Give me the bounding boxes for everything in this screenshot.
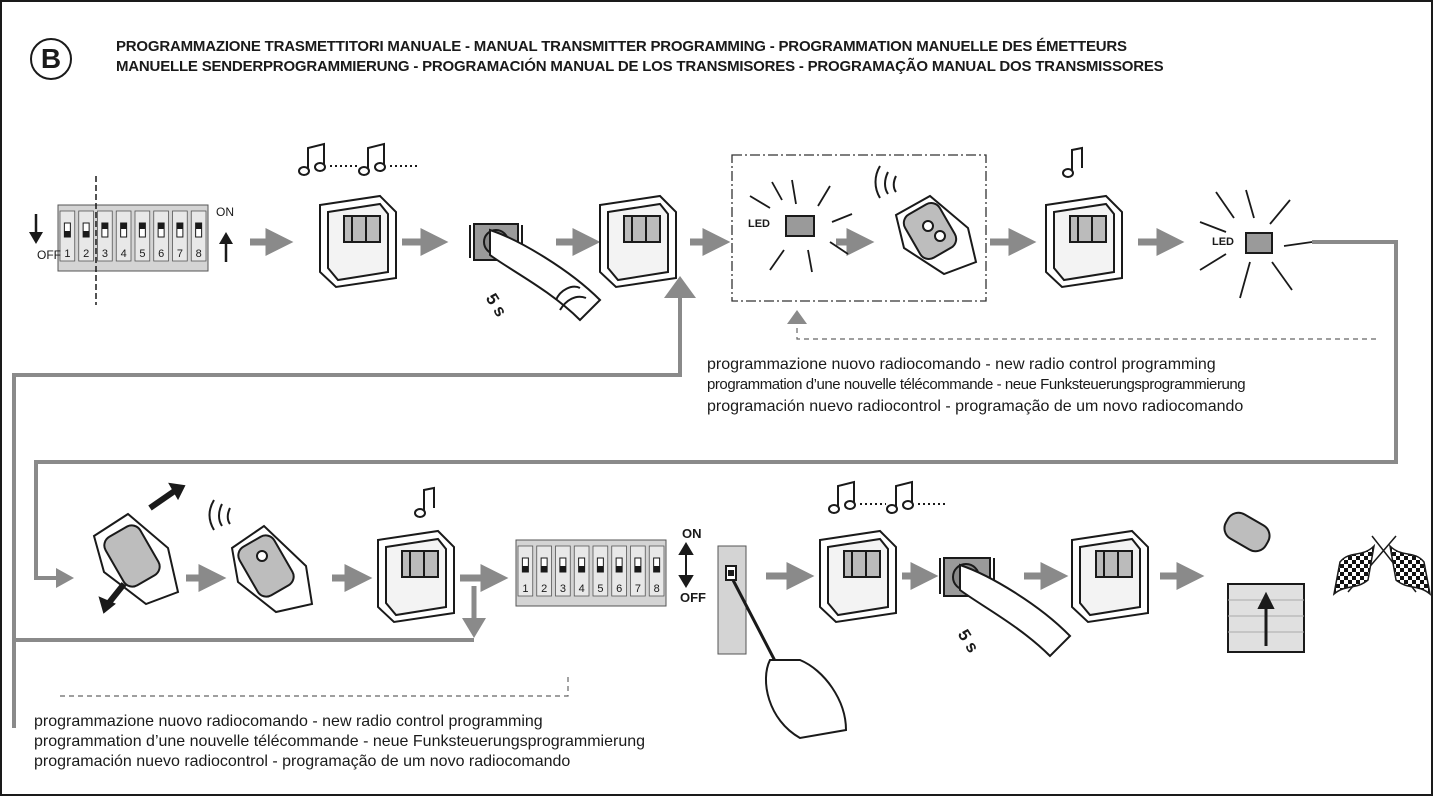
on-label-2: ON — [682, 526, 702, 541]
off-label-2: OFF — [680, 590, 706, 605]
dip-switch-knob — [139, 223, 146, 229]
dip-switch-knob — [578, 566, 585, 572]
dip-switch-knob — [83, 231, 90, 237]
single-beep-icon-2 — [414, 486, 435, 518]
led-label-2: LED — [1212, 236, 1234, 248]
dip-switch-knob — [120, 223, 127, 229]
dip-switch-knob — [616, 566, 623, 572]
dip-switch-number: 2 — [541, 583, 547, 595]
dip-switch-number: 5 — [597, 583, 603, 595]
dip-switch-number: 7 — [635, 583, 641, 595]
control-unit-1 — [319, 194, 397, 289]
dip-switch-knob — [522, 566, 529, 572]
led-label-1: LED — [748, 218, 770, 230]
flow-arrows-row2 — [186, 562, 1205, 592]
dip-switch-knob — [195, 223, 202, 229]
led-blinking-1 — [749, 179, 853, 273]
remote-hand-2 — [208, 499, 314, 614]
control-unit-6 — [1071, 529, 1149, 624]
transmitter-learning-panel — [731, 154, 987, 302]
dip-switch-number: 8 — [196, 248, 202, 260]
dip-switch-number: 7 — [177, 248, 183, 260]
on-off-toggle — [678, 542, 848, 740]
dip-switch-number: 1 — [64, 248, 70, 260]
program-button-press-2 — [939, 557, 1072, 658]
dip-switch-knob — [158, 223, 165, 229]
garage-door-opening — [1223, 511, 1305, 653]
caption-bottom-line-1: programmazione nuovo radiocomando - new … — [34, 713, 543, 730]
caption-bottom-line-2: programmation d’une nouvelle télécommand… — [34, 733, 646, 750]
arrow-up-to-unit2 — [664, 276, 696, 298]
dip-switch-knob — [64, 231, 71, 237]
dip-switch-number: 5 — [139, 248, 145, 260]
loop-back-dashed — [796, 316, 1376, 340]
dip-switch-knob — [176, 223, 183, 229]
dip-switch-knob — [559, 566, 566, 572]
dip-switch-knob — [101, 223, 108, 229]
title-line-2: MANUELLE SENDERPROGRAMMIERUNG - PROGRAMA… — [116, 58, 1164, 75]
program-button-press-1 — [469, 223, 602, 322]
dip-switch-number: 4 — [579, 583, 585, 595]
off-label-1: OFF — [37, 248, 61, 262]
caption-bottom-line-3: programación nuevo radiocontrol - progra… — [34, 753, 571, 770]
control-unit-2 — [599, 194, 677, 289]
caption-top-line-3: programación nuevo radiocontrol - progra… — [707, 398, 1244, 415]
dip-switch-knob — [634, 566, 641, 572]
dip-switch-knob — [541, 566, 548, 572]
on-label-1: ON — [216, 205, 234, 219]
dip-switch-number: 6 — [616, 583, 622, 595]
control-unit-5 — [819, 529, 897, 624]
control-unit-3 — [1045, 194, 1123, 289]
section-badge: B — [30, 38, 72, 80]
bottom-dashed — [60, 674, 569, 697]
dip-switch-number: 3 — [102, 248, 108, 260]
dip-switch-number: 3 — [560, 583, 566, 595]
caption-top-line-2: programmation d’une nouvelle télécommand… — [707, 376, 1246, 393]
caption-top-line-1: programmazione nuovo radiocomando - new … — [707, 356, 1216, 373]
dip-switch-number: 8 — [654, 583, 660, 595]
dip-switch-knob — [597, 566, 604, 572]
dip-switch-number: 6 — [158, 248, 164, 260]
remote-two-buttons-hand — [92, 482, 186, 614]
dip-switch-number: 4 — [121, 248, 127, 260]
title-line-1: PROGRAMMAZIONE TRASMETTITORI MANUALE - M… — [116, 38, 1127, 55]
led-blinking-2 — [1199, 189, 1313, 299]
remote-hand-1 — [874, 165, 978, 276]
double-beep-icon-2 — [828, 480, 946, 514]
control-unit-4 — [377, 529, 455, 624]
connector-left-loop — [12, 282, 682, 728]
single-beep-icon-1 — [1062, 146, 1083, 178]
connector-row-switch — [34, 240, 1398, 580]
dip-switch-knob — [653, 566, 660, 572]
arrow-up-icon — [219, 232, 233, 244]
dip-switch-number: 1 — [522, 583, 528, 595]
dip-switch-number: 2 — [83, 248, 89, 260]
arrow-down-icon — [29, 232, 43, 244]
finish-flags-icon — [1332, 535, 1432, 596]
double-beep-icon — [298, 142, 420, 176]
